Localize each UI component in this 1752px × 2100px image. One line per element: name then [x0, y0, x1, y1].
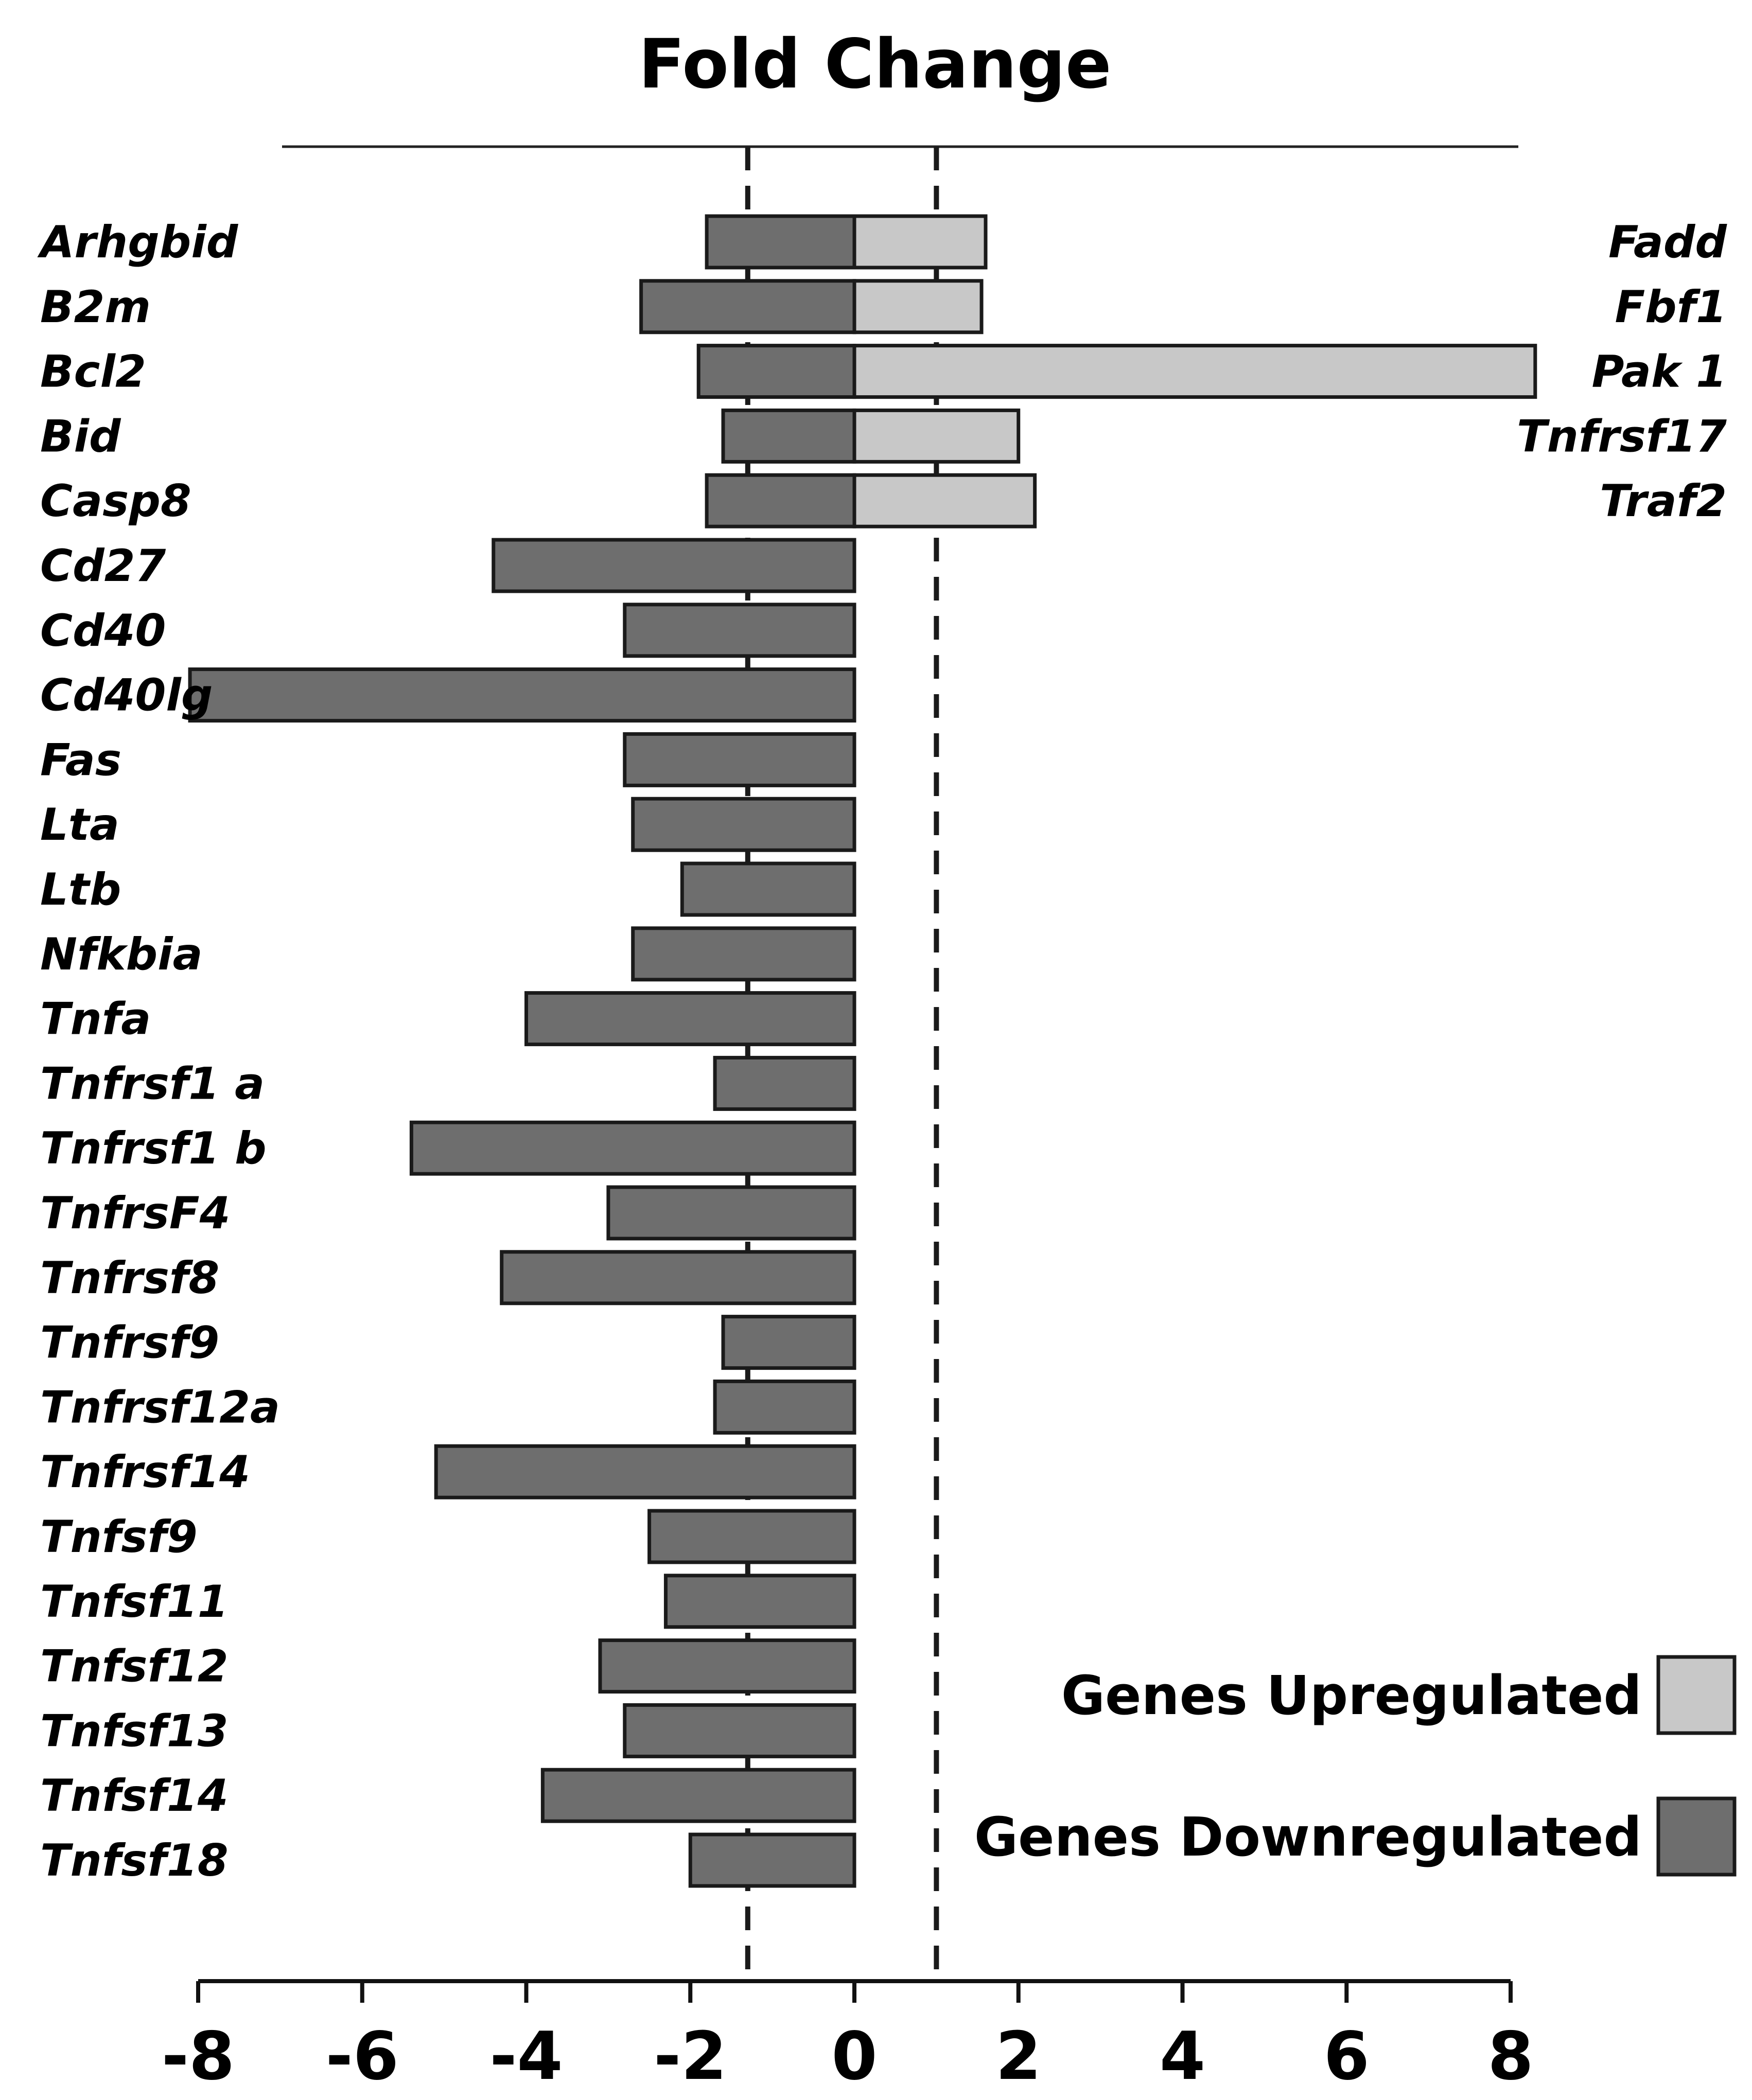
bar-down-20 — [434, 1444, 856, 1499]
bar-down-3 — [696, 344, 856, 399]
gene-label-down: Tnfrsf14 — [40, 1446, 250, 1498]
gene-label-down: Ltb — [40, 864, 121, 915]
bar-down-6 — [492, 538, 856, 593]
bar-up-5 — [852, 473, 1037, 528]
gene-label-down: Bcl2 — [40, 346, 146, 398]
x-tick-label: 2 — [995, 2018, 1041, 2095]
x-tick-label: -8 — [162, 2018, 235, 2095]
gene-label-down: Tnfa — [40, 994, 151, 1045]
bar-up-1 — [852, 214, 988, 270]
x-tick-label: 6 — [1324, 2018, 1370, 2095]
bar-up-2 — [852, 279, 984, 334]
gene-label-down: Tnfsf18 — [40, 1835, 229, 1886]
bar-down-14 — [713, 1055, 856, 1111]
bar-down-18 — [721, 1315, 856, 1370]
gene-label-down: Tnfrsf9 — [40, 1317, 219, 1369]
gene-label-up: Fbf1 — [1615, 281, 1727, 333]
gene-label-down: Fas — [40, 734, 121, 786]
gene-label-down: Cd27 — [40, 540, 166, 592]
bar-down-17 — [500, 1250, 856, 1305]
gene-label-down: Tnfrsf12a — [40, 1382, 280, 1433]
gene-label-down: Bid — [40, 411, 121, 462]
bar-up-4 — [852, 408, 1021, 464]
x-tick-label: 0 — [831, 2018, 877, 2095]
legend-swatch-downregulated — [1656, 1796, 1737, 1877]
bar-down-19 — [713, 1379, 856, 1435]
bar-down-12 — [631, 926, 856, 982]
x-tick-label: -4 — [489, 2018, 563, 2095]
upregulated-bars — [852, 214, 1537, 528]
x-tick-label: 4 — [1160, 2018, 1205, 2095]
legend-label-upregulated: Genes Upregulated — [1061, 1664, 1642, 1727]
gene-label-down: Tnfrsf1 b — [40, 1123, 267, 1174]
bar-down-26 — [688, 1832, 856, 1888]
gene-label-down: Cd40lg — [40, 670, 213, 721]
gene-label-down: Arhgbid — [37, 217, 239, 268]
x-tick-label: -6 — [326, 2018, 399, 2095]
legend-label-downregulated: Genes Downregulated — [974, 1806, 1642, 1868]
bar-down-9 — [623, 732, 856, 787]
bar-down-2 — [639, 279, 856, 334]
gene-label-down: Lta — [40, 799, 119, 851]
bar-down-23 — [598, 1638, 856, 1694]
gene-label-down: Tnfsf13 — [40, 1705, 229, 1757]
bar-down-11 — [680, 861, 856, 917]
gene-label-down: Casp8 — [40, 475, 191, 527]
gene-label-up: Fadd — [1608, 217, 1727, 268]
gene-label-down: Tnfrsf8 — [40, 1252, 219, 1304]
bar-down-7 — [623, 603, 856, 658]
bar-down-8 — [188, 667, 856, 723]
downregulated-gene-labels: ArhgbidB2mBcl2BidCasp8Cd27Cd40Cd40lgFasL… — [37, 217, 280, 1886]
x-axis: -8 -6 -4 -2 0 2 4 6 8 — [162, 1979, 1534, 2095]
bar-down-15 — [409, 1120, 856, 1176]
gene-label-down: B2m — [40, 281, 151, 333]
bar-down-16 — [606, 1185, 856, 1241]
gene-label-up: Pak 1 — [1591, 346, 1727, 398]
bar-down-25 — [540, 1768, 856, 1823]
chart-title: Fold Change — [638, 25, 1111, 104]
gene-label-down: Tnfsf9 — [40, 1511, 198, 1563]
gene-label-down: Tnfsf11 — [40, 1576, 229, 1628]
bar-down-22 — [663, 1574, 856, 1629]
gene-label-up: Traf2 — [1600, 475, 1727, 527]
x-tick-label: -2 — [654, 2018, 727, 2095]
bar-down-4 — [721, 408, 856, 464]
downregulated-bars — [188, 214, 856, 1888]
bar-down-21 — [647, 1509, 856, 1564]
x-tick-label: 8 — [1487, 2018, 1533, 2095]
bar-down-13 — [524, 991, 856, 1047]
gene-label-down: Tnfsf14 — [40, 1770, 229, 1822]
gene-label-up: Tnfrsf17 — [1517, 411, 1727, 462]
legend-swatch-upregulated — [1656, 1655, 1737, 1735]
gene-label-down: Tnfsf12 — [40, 1641, 229, 1692]
gene-label-down: TnfrsF4 — [40, 1188, 231, 1239]
gene-label-down: Tnfrsf1 a — [40, 1058, 265, 1109]
bar-down-1 — [705, 214, 856, 270]
bar-up-3 — [852, 344, 1537, 399]
gene-label-down: Nfkbia — [40, 929, 203, 980]
bar-down-5 — [705, 473, 856, 528]
bar-down-10 — [631, 797, 856, 852]
gene-label-down: Cd40 — [40, 605, 166, 657]
bar-down-24 — [623, 1703, 856, 1758]
